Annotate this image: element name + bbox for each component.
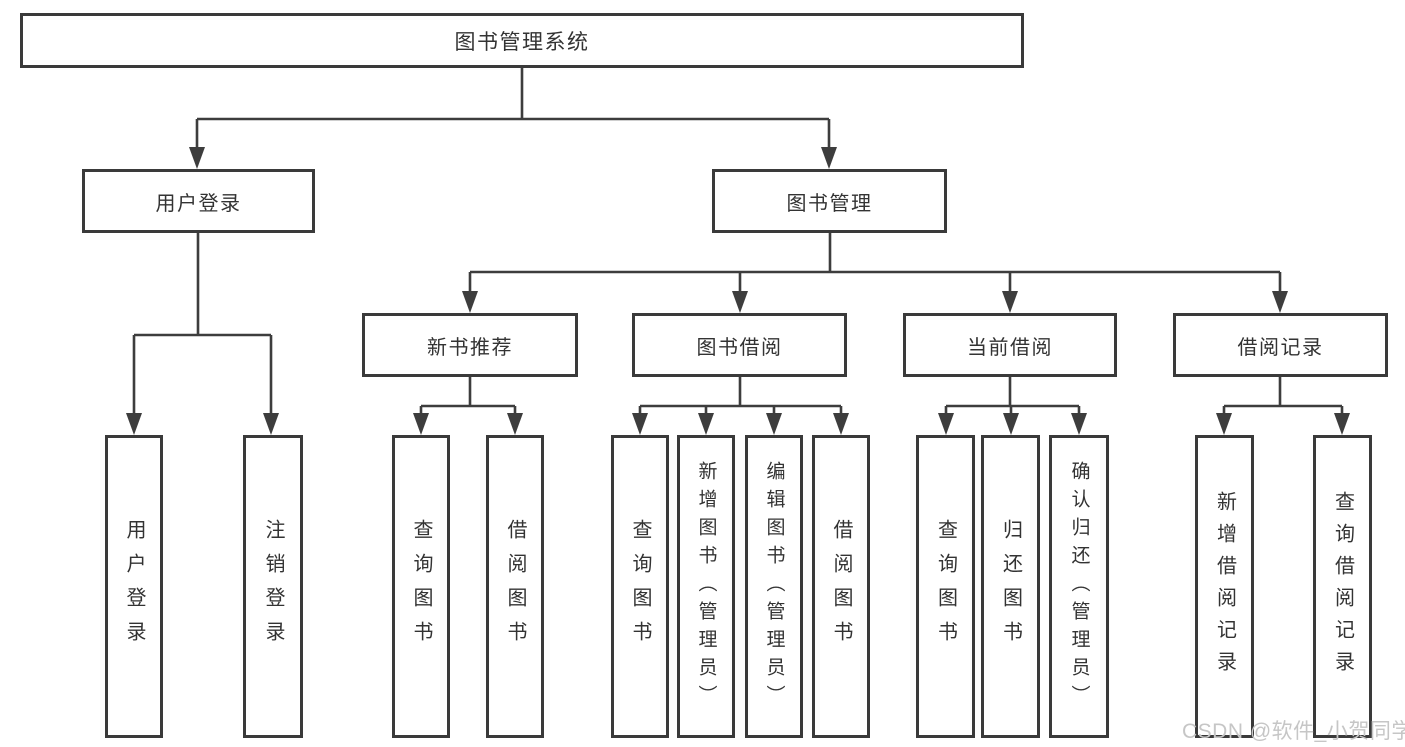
leaf-user-login: 用户登录 — [105, 435, 163, 738]
leaf-return-book: 归还图书 — [981, 435, 1040, 738]
leaf-add-borrow-record: 新增借阅记录 — [1195, 435, 1254, 738]
node-borrow-records: 借阅记录 — [1173, 313, 1388, 377]
node-label: 新增图书（管理员） — [695, 460, 717, 713]
node-library-management-system: 图书管理系统 — [20, 13, 1024, 68]
csdn-watermark: CSDN @软件_小贺同学 — [1182, 720, 1405, 743]
node-label: 图书管理系统 — [454, 30, 590, 54]
node-book-management: 图书管理 — [712, 169, 947, 233]
node-label: 借阅图书 — [830, 518, 852, 655]
node-book-borrow: 图书借阅 — [632, 313, 847, 377]
node-label: 用户登录 — [155, 192, 242, 215]
node-label: 查询图书 — [934, 518, 957, 655]
leaf-query-books-recommend: 查询图书 — [392, 435, 450, 738]
leaf-borrow-books-recommend: 借阅图书 — [486, 435, 544, 738]
node-label: 图书借阅 — [696, 336, 783, 359]
node-label: 当前借阅 — [967, 336, 1053, 359]
node-label: 新书推荐 — [427, 336, 513, 359]
leaf-edit-book-admin: 编辑图书（管理员） — [745, 435, 803, 738]
leaf-query-books-borrow: 查询图书 — [611, 435, 669, 738]
node-user-login: 用户登录 — [82, 169, 315, 233]
node-new-book-recommend: 新书推荐 — [362, 313, 578, 377]
leaf-query-borrow-record: 查询借阅记录 — [1313, 435, 1372, 738]
node-label: 新增借阅记录 — [1213, 490, 1236, 683]
leaf-add-book-admin: 新增图书（管理员） — [677, 435, 735, 738]
node-label: 编辑图书（管理员） — [763, 460, 785, 713]
node-label: 借阅图书 — [504, 518, 526, 655]
node-label: 归还图书 — [999, 518, 1022, 655]
node-label: 确认归还（管理员） — [1068, 460, 1090, 713]
leaf-borrow-books: 借阅图书 — [812, 435, 870, 738]
node-label: 查询图书 — [410, 518, 432, 655]
leaf-query-books-current: 查询图书 — [916, 435, 975, 738]
leaf-confirm-return-admin: 确认归还（管理员） — [1049, 435, 1109, 738]
node-label: 查询图书 — [629, 518, 651, 655]
node-current-borrow: 当前借阅 — [903, 313, 1117, 377]
node-label: 用户登录 — [123, 518, 145, 655]
node-label: 注销登录 — [262, 518, 284, 655]
node-label: 图书管理 — [786, 192, 873, 215]
node-label: 查询借阅记录 — [1331, 490, 1354, 683]
leaf-logout: 注销登录 — [243, 435, 303, 738]
node-label: 借阅记录 — [1237, 336, 1324, 359]
